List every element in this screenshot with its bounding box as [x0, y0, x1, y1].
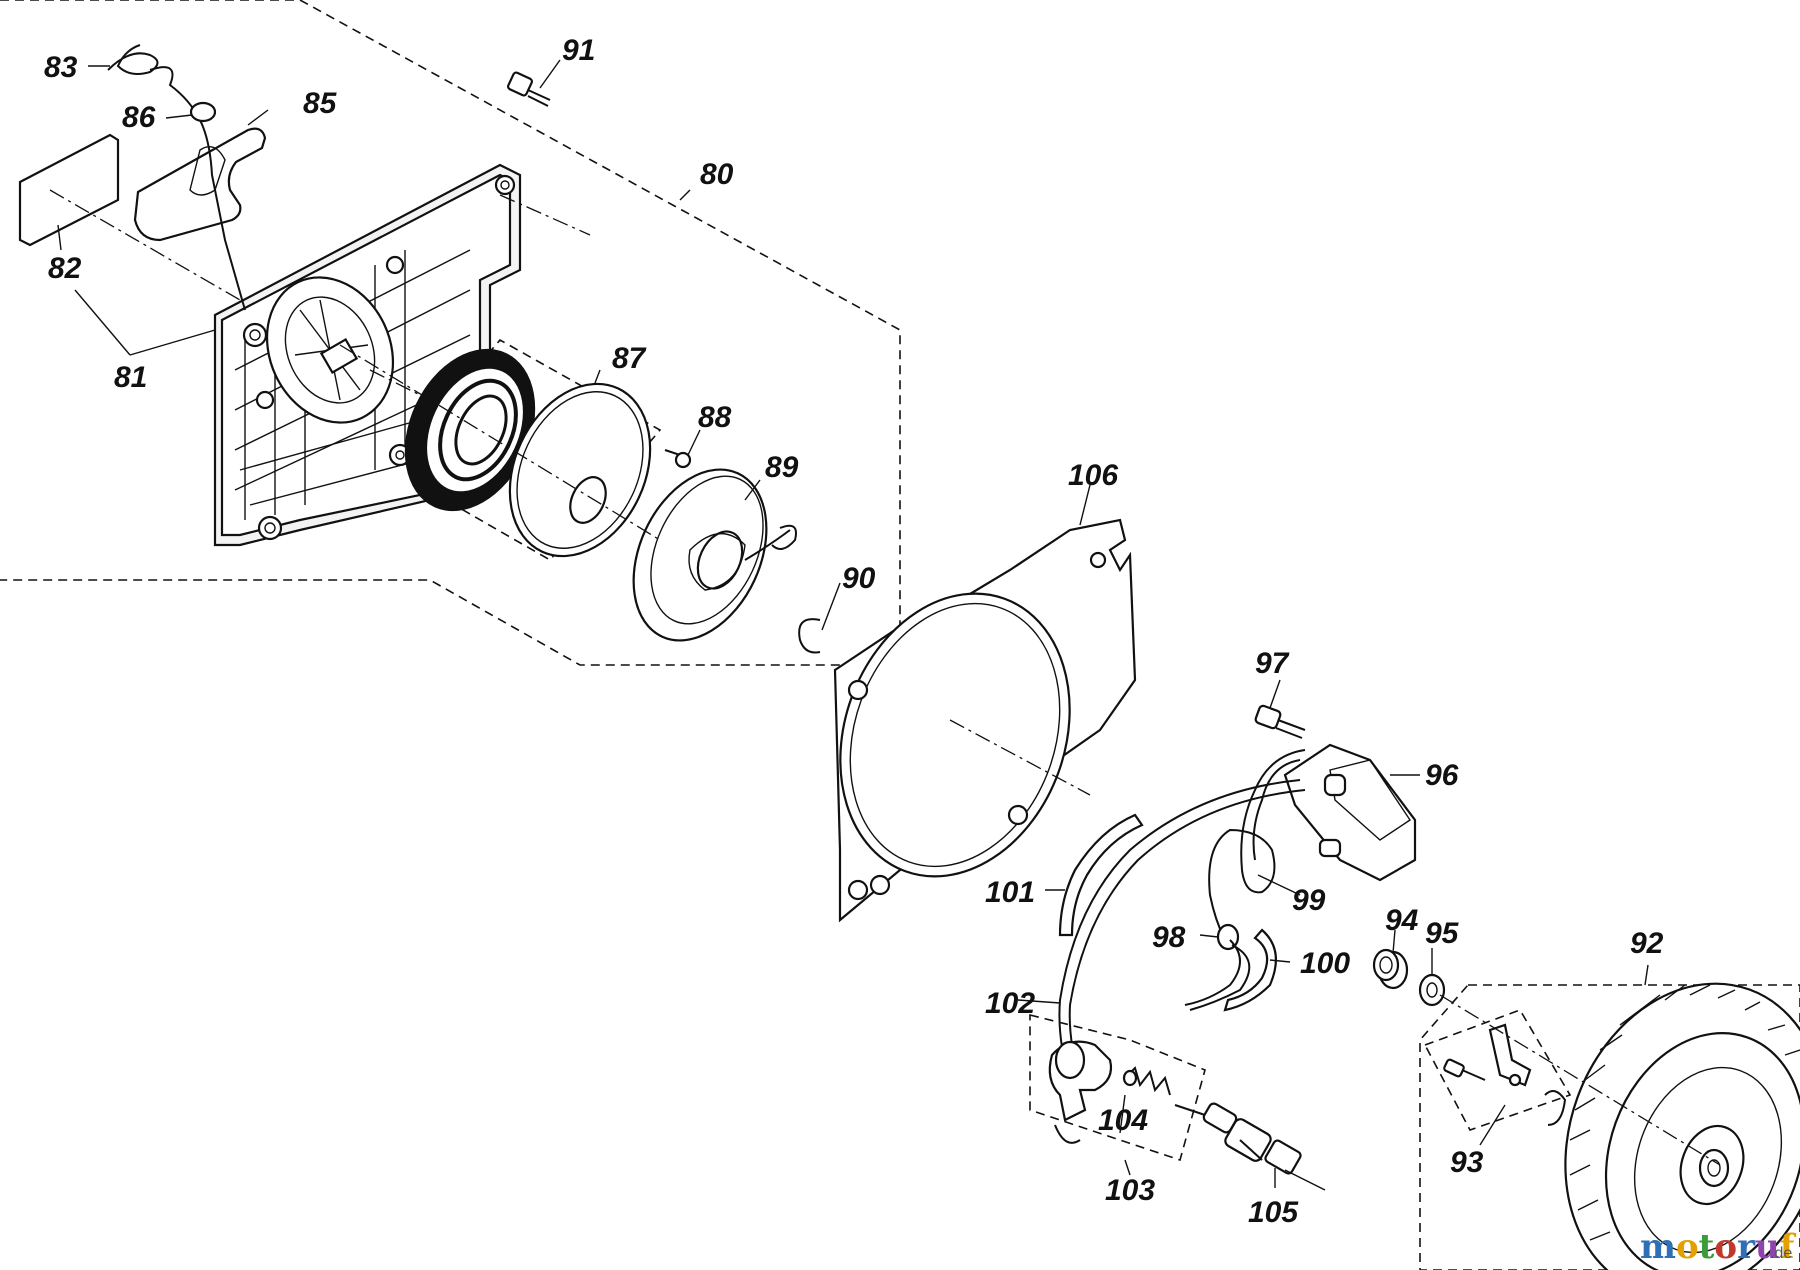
- label-105: 105: [1248, 1196, 1299, 1229]
- label-83: 83: [44, 51, 78, 84]
- label-99: 99: [1292, 884, 1326, 917]
- label-98: 98: [1152, 921, 1186, 954]
- label-104: 104: [1098, 1104, 1148, 1137]
- label-91: 91: [562, 34, 595, 67]
- group-outline-92: [1419, 984, 1800, 1270]
- label-90: 90: [842, 562, 876, 595]
- label-102: 102: [985, 987, 1035, 1020]
- washer-95: [1418, 973, 1446, 1007]
- ignition-cable-99: [1208, 749, 1306, 941]
- label-106: 106: [1068, 459, 1118, 492]
- label-81: 81: [114, 361, 147, 394]
- label-96: 96: [1425, 759, 1459, 792]
- label-103: 103: [1105, 1174, 1155, 1207]
- rope-pulley: [632, 468, 797, 642]
- label-100: 100: [1300, 947, 1350, 980]
- label-92: 92: [1630, 927, 1664, 960]
- starter-handle: [133, 127, 267, 242]
- axis-lines: [49, 189, 1721, 1166]
- group-outline-93: [1423, 1009, 1572, 1131]
- spark-plug-cap: [1048, 1040, 1113, 1144]
- spring-104: [1122, 1066, 1171, 1096]
- circlip-90: [798, 618, 821, 654]
- screw-88: [664, 449, 692, 469]
- group-outline-103: [1029, 1013, 1206, 1162]
- label-89: 89: [765, 451, 799, 484]
- part-labels: 83 91 86 85 80 82 81 87 88 89 90 106 97 …: [44, 34, 1664, 1229]
- label-82: 82: [48, 252, 82, 285]
- label-85: 85: [303, 87, 338, 120]
- label-93: 93: [1450, 1146, 1484, 1179]
- label-94: 94: [1385, 904, 1419, 937]
- svg-text:motoruf: motoruf: [1640, 1227, 1797, 1267]
- watermark-logo: motoruf .de: [1640, 1227, 1797, 1267]
- label-88: 88: [698, 401, 732, 434]
- screw-91: [507, 71, 551, 107]
- fan-cover-plate: [833, 518, 1137, 923]
- ring-86: [189, 101, 217, 123]
- label-95: 95: [1425, 917, 1460, 950]
- rope-knot-83: [107, 44, 159, 75]
- leader-lines: [57, 59, 1649, 1191]
- bolt-97: [1254, 704, 1306, 739]
- decal-82: [18, 133, 120, 247]
- spark-plug: [1174, 1102, 1302, 1175]
- tube-101: [1058, 813, 1144, 937]
- ignition-module: [1283, 743, 1417, 882]
- nut-94: [1372, 948, 1409, 990]
- flywheel: [1564, 982, 1800, 1270]
- label-87: 87: [612, 342, 647, 375]
- svg-text:.de: .de: [1770, 1245, 1792, 1262]
- label-97: 97: [1255, 647, 1290, 680]
- label-86: 86: [122, 101, 156, 134]
- starter-rope: [149, 66, 246, 311]
- label-101: 101: [985, 876, 1035, 909]
- tube-100: [1223, 928, 1277, 1012]
- ignition-lead-102: [1058, 779, 1301, 1081]
- pawl-set-93: [1443, 1023, 1567, 1126]
- label-80: 80: [700, 158, 734, 191]
- recoil-spring: [404, 348, 536, 512]
